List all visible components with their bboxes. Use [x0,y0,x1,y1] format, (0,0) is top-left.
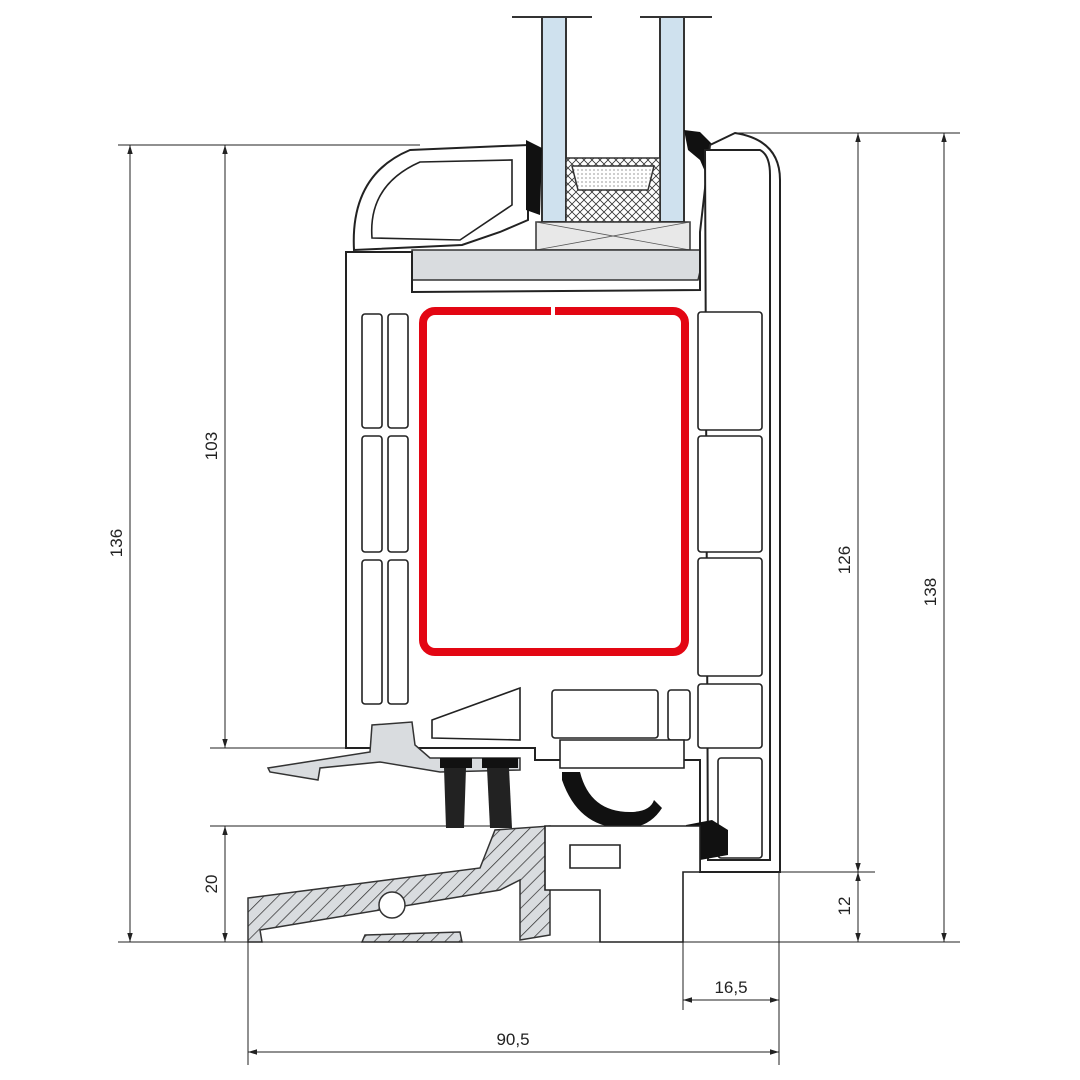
dim-right-total: 138 [921,578,940,606]
dim-right-frame: 126 [835,546,854,574]
frame-chambers-right [697,311,763,859]
glazing-unit [411,16,712,281]
dim-right-bottom: 12 [835,897,854,916]
steel-reinforcement [419,307,689,656]
bead-chamber [370,159,513,241]
threshold-seal [562,772,662,829]
brush-seal-icon [444,768,466,828]
glazing-bridge [411,249,706,281]
brush-seal-icon [487,768,512,828]
dim-bottom-offset: 16,5 [714,978,747,997]
dim-left-total: 136 [107,529,126,557]
desiccant-icon [571,165,655,191]
sash-chambers-left [361,313,409,705]
aluminium-threshold [247,825,551,943]
glass-pane-outer [541,16,567,223]
threshold-frame [544,825,701,943]
dim-left-threshold: 20 [202,875,221,894]
glass-pane-inner [659,16,685,223]
outer-gasket-icon [526,140,542,215]
dimension-lines [118,132,960,1065]
dim-left-sash-height: 103 [202,432,221,460]
dim-bottom-total: 90,5 [496,1030,529,1049]
